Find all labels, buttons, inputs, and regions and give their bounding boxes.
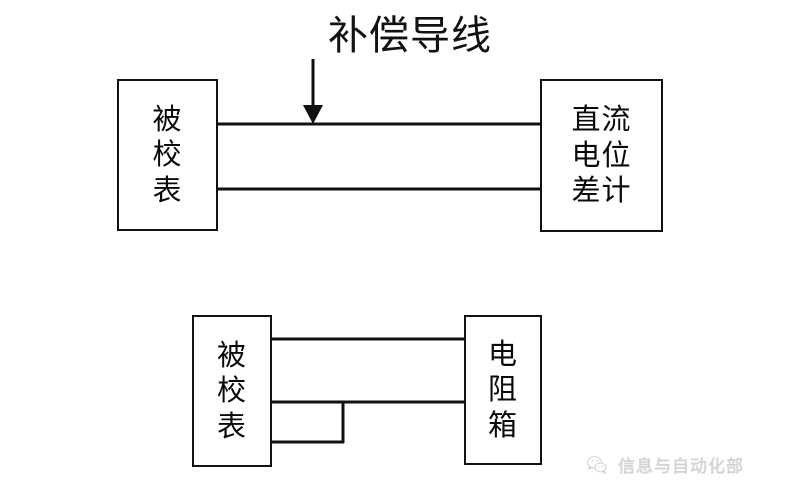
watermark-text: 信息与自动化部 xyxy=(618,457,744,477)
box-meter-under-test-top[interactable]: 被 校 表 xyxy=(117,79,218,231)
box-label-line: 被 xyxy=(216,337,247,372)
box-label-line: 表 xyxy=(152,172,183,207)
box-label-line: 被 xyxy=(152,101,183,136)
watermark: 信息与自动化部 xyxy=(586,452,744,477)
compensation-wire-arrow-icon xyxy=(303,59,323,124)
box-label-line: 电位 xyxy=(571,137,632,172)
box-dc-potentiometer[interactable]: 直流 电位 差计 xyxy=(540,79,663,232)
box-label-line: 电 xyxy=(487,336,518,371)
box-label-line: 表 xyxy=(216,408,247,443)
box-label-line: 差计 xyxy=(571,173,632,208)
box-label-line: 校 xyxy=(152,137,183,172)
box-label-line: 箱 xyxy=(487,407,518,442)
box-label-line: 阻 xyxy=(487,372,518,407)
wechat-icon xyxy=(587,455,607,475)
bottom-diagram-wires xyxy=(271,337,465,444)
box-label-line: 直流 xyxy=(571,102,632,137)
box-resistance-box[interactable]: 电 阻 箱 xyxy=(464,315,542,465)
box-label-line: 校 xyxy=(216,373,247,408)
top-diagram-wires xyxy=(217,122,541,191)
box-meter-under-test-bottom[interactable]: 被 校 表 xyxy=(192,315,272,467)
label-compensation-wire: 补偿导线 xyxy=(328,13,492,59)
